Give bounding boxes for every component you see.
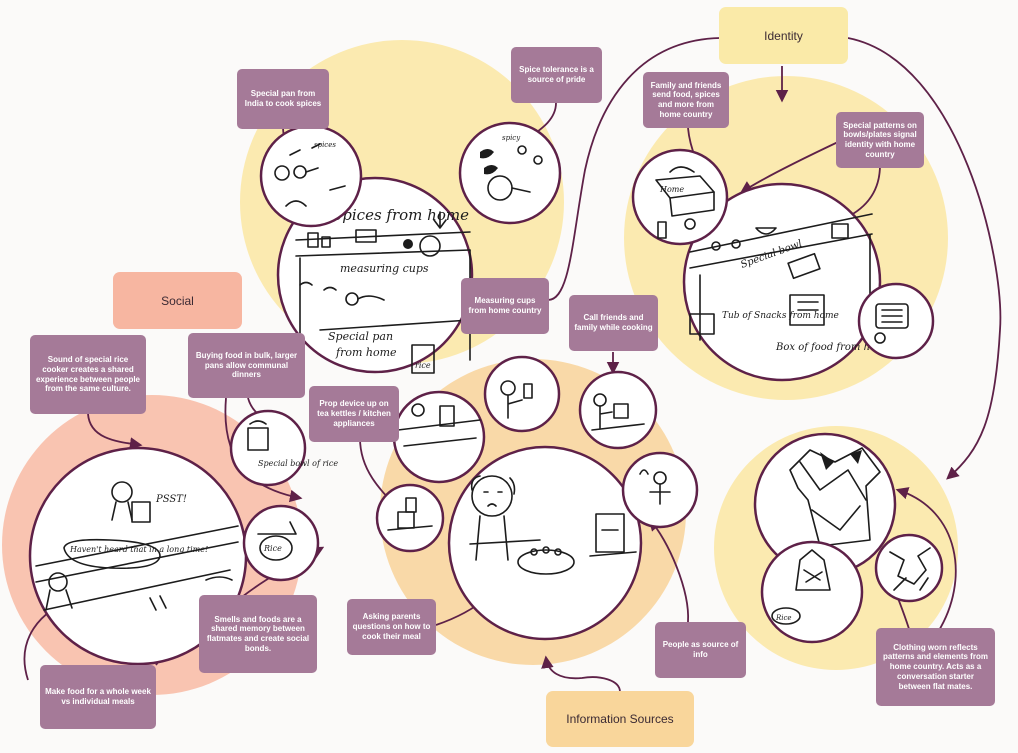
connector-info-up — [541, 655, 621, 693]
sketch-call-cooking — [578, 370, 658, 450]
note-call-friends: Call friends and family while cooking — [569, 295, 658, 351]
note-measuring-cups: Measuring cups from home country — [461, 278, 549, 334]
note-special-pan: Special pan from India to cook spices — [237, 69, 329, 129]
note-prop-device: Prop device up on tea kettles / kitchen … — [309, 386, 399, 442]
sketch-label-special-bowl-rice: Special bowl of rice — [258, 459, 338, 468]
sketch-label-special-pan: Special pan — [328, 330, 393, 343]
sketch-label-home: Home — [659, 185, 684, 194]
note-special-patterns: Special patterns on bowls/plates signal … — [836, 112, 924, 168]
sketch-person-phone — [483, 355, 561, 433]
category-information-sources: Information Sources — [546, 691, 694, 747]
category-social: Social — [113, 272, 242, 329]
category-identity: Identity — [719, 7, 848, 64]
sketch-home-box: Home — [631, 148, 729, 246]
note-smells-foods: Smells and foods are a shared memory bet… — [199, 595, 317, 673]
sketch-label-tub-of-snacks: Tub of Snacks from home — [722, 311, 839, 321]
note-clothing: Clothing worn reflects patterns and elem… — [876, 628, 995, 706]
sketch-label-from-home: from home — [335, 346, 397, 359]
sketch-label-rice: rice — [415, 361, 431, 370]
connector-rice-cooker — [87, 413, 143, 450]
sketch-label-rice-pot: Rice — [263, 544, 282, 553]
note-buying-bulk: Buying food in bulk, larger pans allow c… — [188, 333, 305, 398]
sketch-special-bowl-rice: Special bowl of rice — [229, 409, 338, 487]
sketch-spices-small: spices — [259, 124, 363, 228]
note-asking-parents: Asking parents questions on how to cook … — [347, 599, 436, 655]
connector-patterns-to-sketch — [739, 141, 839, 194]
sketch-label-psst: PSST! — [155, 494, 187, 505]
sketch-clothing-large — [753, 432, 897, 576]
note-people-info: People as source of info — [655, 622, 746, 678]
sketch-label-spices: spices — [314, 141, 336, 149]
sketch-rice-cooker-scene: PSST! Haven't heard that in a long time! — [28, 446, 248, 666]
sketch-label-spices-from-home: Spices from home — [332, 206, 469, 224]
sketch-tea-kettle-device — [392, 390, 486, 484]
sketch-identity-kitchen: Special bowl Tub of Snacks from home Box… — [682, 182, 892, 382]
sketch-rice-pot: Rice — [242, 504, 320, 582]
note-family-send-food: Family and friends send food, spices and… — [643, 72, 729, 128]
sketch-patterned-plates — [857, 282, 935, 360]
sketch-label-spicy: spicy — [502, 134, 521, 142]
sketch-people-info — [621, 451, 699, 529]
sketch-label-rice-small: Rice — [775, 614, 792, 622]
connector-clothing — [895, 487, 957, 633]
note-make-food: Make food for a whole week vs individual… — [40, 665, 156, 729]
note-spice-tolerance: Spice tolerance is a source of pride — [511, 47, 602, 103]
sketch-label-havent-heard: Haven't heard that in a long time! — [69, 545, 208, 554]
sketch-label-measuring-cups: measuring cups — [340, 262, 429, 275]
sketch-clothing-pattern — [874, 533, 944, 603]
sketch-spicy: spicy — [458, 121, 562, 225]
connector-identity-to-measuring — [547, 37, 721, 301]
sketch-label-box-of-food: Box of food from home — [775, 342, 892, 353]
sketch-clothing-small: Rice — [760, 540, 864, 644]
sketch-asking-parents — [447, 445, 643, 641]
note-rice-cooker: Sound of special rice cooker creates a s… — [30, 335, 146, 414]
sketch-prop-device-small — [375, 483, 445, 553]
connector-identity-to-clothing — [847, 37, 1002, 480]
